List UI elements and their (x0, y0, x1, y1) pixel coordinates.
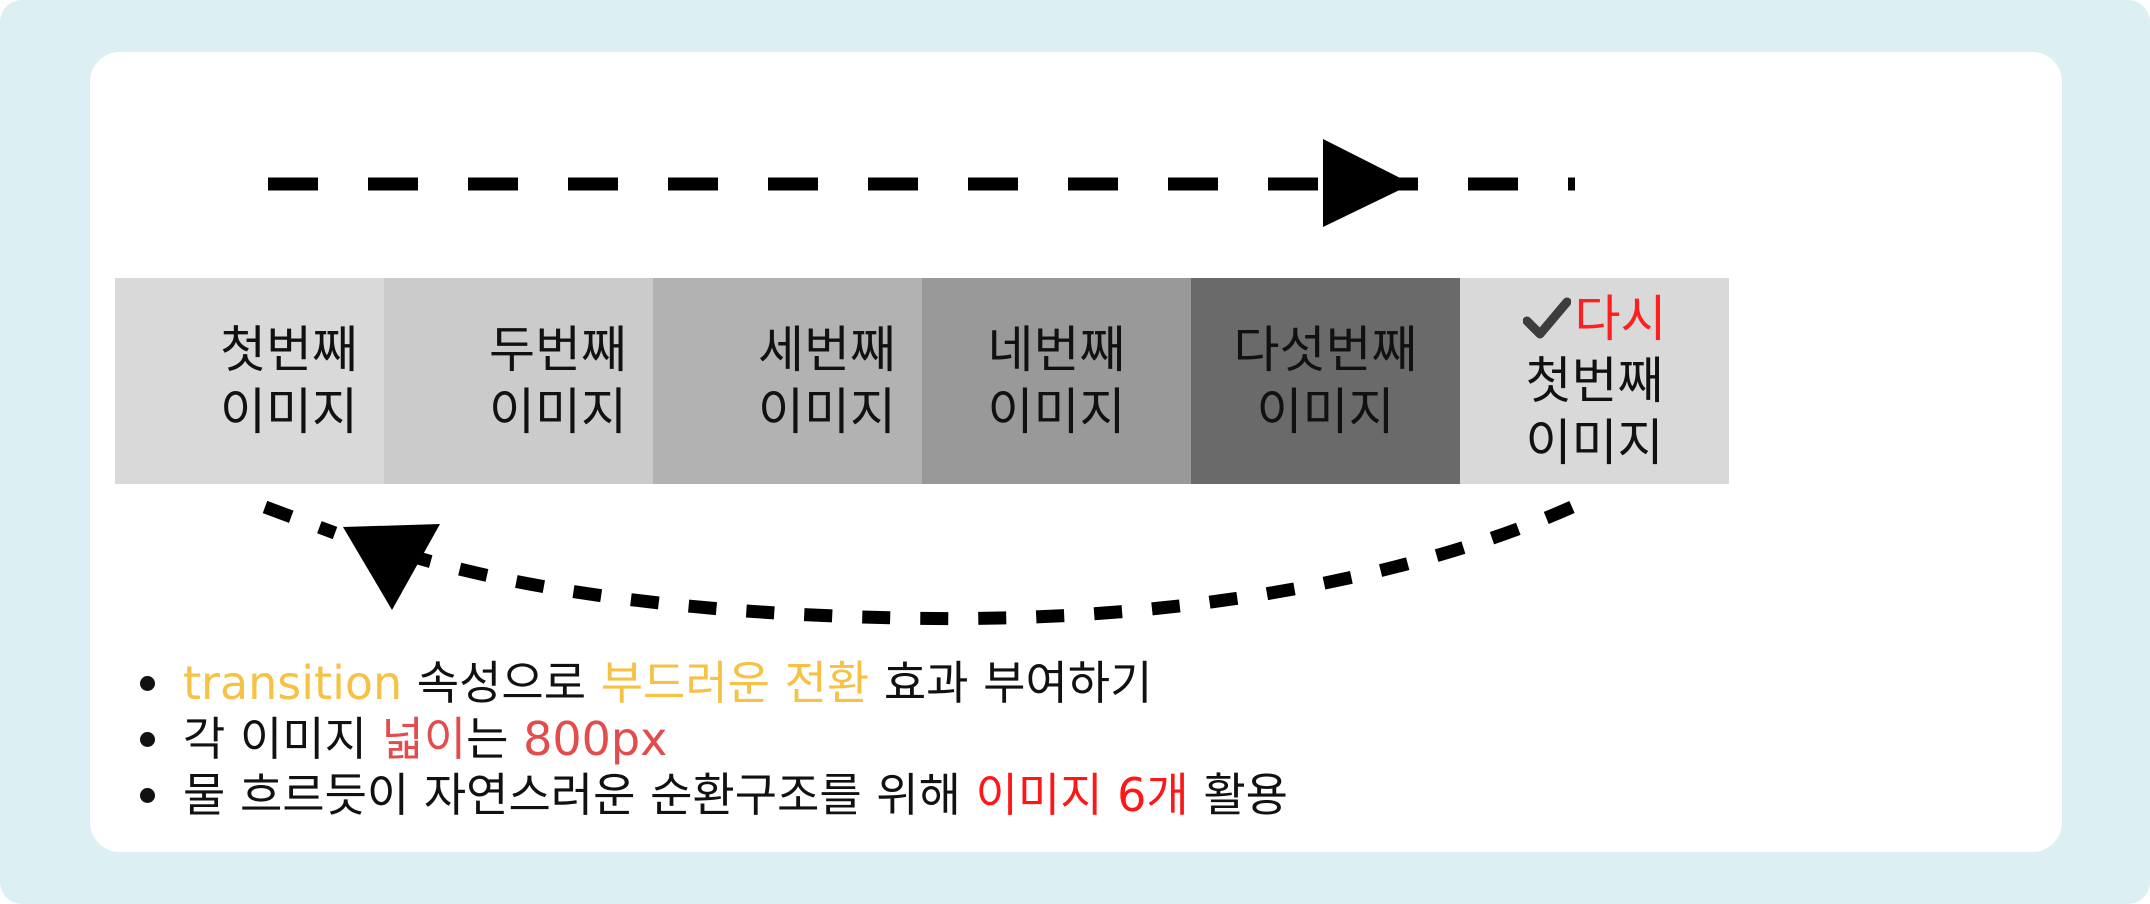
again-line: 다시 (1522, 288, 1667, 350)
image-cell-label: 두번째 이미지 (489, 321, 627, 441)
note-text: 활용 (1203, 768, 1288, 822)
highlight-text: 넓이 (381, 712, 467, 766)
note-item-width: 각 이미지 넓이 는 800px (140, 711, 1940, 767)
image-cell-label: 다섯번째 이미지 (1233, 321, 1418, 441)
note-item-transition: transition 속성으로 부드러운 전환 효과 부여하기 (140, 655, 1940, 711)
note-text: 는 (466, 712, 509, 766)
note-text: 속성으로 (416, 656, 587, 710)
image-strip: 첫번째 이미지 두번째 이미지 세번째 이미지 네번째 이미지 다섯번째 이미지… (115, 278, 1729, 484)
bullet-dot-icon (140, 787, 155, 803)
image-cell-1: 첫번째 이미지 (115, 278, 384, 484)
highlight-text: 800px (523, 712, 668, 766)
repeat-label-group: 다시 첫번째 이미지 (1522, 288, 1667, 474)
image-cell-label: 첫번째 이미지 (1525, 352, 1664, 472)
image-cell-label: 첫번째 이미지 (220, 321, 358, 441)
curved-dashed-arrow-left-icon (262, 500, 1575, 626)
image-cell-2: 두번째 이미지 (384, 278, 653, 484)
bullet-dot-icon (140, 731, 155, 747)
notes-list: transition 속성으로 부드러운 전환 효과 부여하기 각 이미지 넓이… (140, 655, 1940, 823)
note-item-cycle: 물 흐르듯이 자연스러운 순환구조를 위해 이미지 6개 활용 (140, 767, 1940, 823)
image-cell-3: 세번째 이미지 (653, 278, 922, 484)
checkmark-icon (1522, 297, 1571, 339)
image-cell-5: 다섯번째 이미지 (1191, 278, 1460, 484)
highlight-text: 부드러운 전환 (600, 656, 870, 710)
image-cell-4: 네번째 이미지 (922, 278, 1191, 484)
dashed-arrow-right-icon (268, 139, 1575, 227)
image-cell-6-repeat: 다시 첫번째 이미지 (1460, 278, 1729, 484)
again-text: 다시 (1574, 290, 1667, 348)
note-text: 효과 부여하기 (883, 656, 1153, 710)
note-text: 물 흐르듯이 자연스러운 순환구조를 위해 (183, 768, 961, 822)
note-text: 각 이미지 (183, 712, 367, 766)
image-cell-label: 네번째 이미지 (987, 321, 1126, 441)
bullet-dot-icon (140, 675, 155, 691)
image-cell-label: 세번째 이미지 (758, 321, 896, 441)
highlight-text: 이미지 6개 (975, 768, 1189, 822)
highlight-text: transition (183, 656, 403, 710)
